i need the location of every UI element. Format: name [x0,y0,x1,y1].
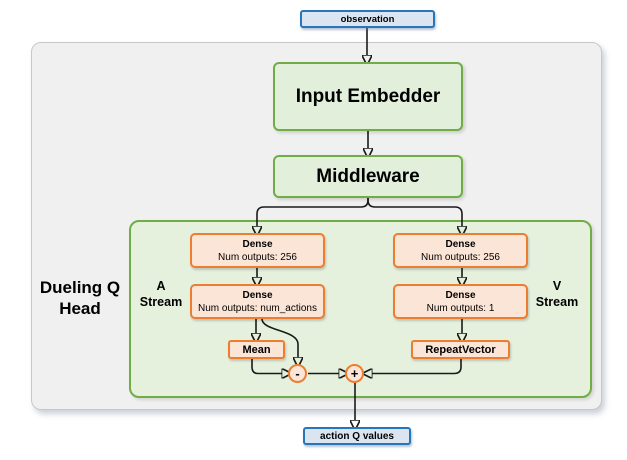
subtract-operator-node: - [288,364,307,383]
a-stream-dense-1: Dense Num outputs: 256 [190,233,325,268]
v-stream-dense-2: Dense Num outputs: 1 [393,284,528,319]
mean-node: Mean [228,340,285,359]
action-q-values-node: action Q values [303,427,411,445]
observation-node: observation [300,10,435,28]
dense-num-outputs: Num outputs: 1 [426,302,495,314]
input-embedder-node: Input Embedder [273,62,463,131]
dense-num-outputs: Num outputs: 256 [421,251,500,263]
middleware-node: Middleware [273,155,463,198]
observation-label: observation [340,13,395,25]
action-q-values-label: action Q values [320,430,394,442]
v-stream-dense-1: Dense Num outputs: 256 [393,233,528,268]
v-stream-label: V Stream [535,279,579,309]
dense-title: Dense [445,238,476,250]
mean-label: Mean [242,343,271,356]
dense-title: Dense [242,289,273,301]
repeat-vector-node: RepeatVector [411,340,510,359]
a-stream-label: A Stream [139,279,183,309]
a-stream-dense-2: Dense Num outputs: num_actions [190,284,325,319]
dense-title: Dense [445,289,476,301]
dueling-q-head-label: Dueling Q Head [39,278,121,318]
add-operator-node: + [345,364,364,383]
repeat-vector-label: RepeatVector [425,343,496,356]
dense-num-outputs: Num outputs: 256 [218,251,297,263]
input-embedder-label: Input Embedder [295,85,441,107]
dense-title: Dense [242,238,273,250]
dense-num-outputs: Num outputs: num_actions [198,302,317,314]
middleware-label: Middleware [316,165,420,187]
